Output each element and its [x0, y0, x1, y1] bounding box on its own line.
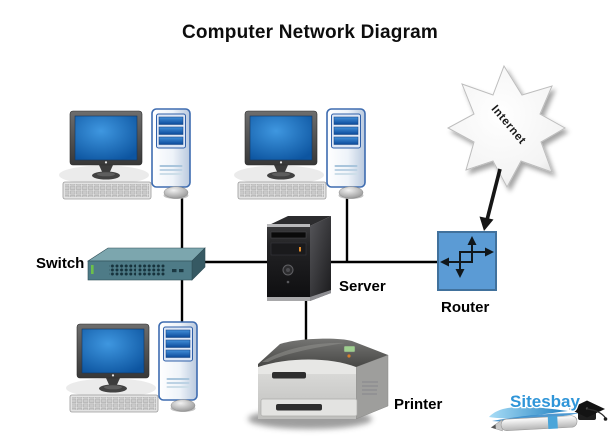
- graduation-cap-icon: [569, 400, 608, 421]
- diagram-title: Computer Network Diagram: [181, 22, 439, 43]
- workstation-2-icon: [233, 108, 366, 200]
- workstation-3-icon: [65, 321, 198, 413]
- router-icon: [437, 231, 497, 291]
- internet-arrow: [479, 168, 502, 231]
- sitesbay-logo: Sitesbay: [489, 391, 608, 432]
- switch-icon: [86, 247, 206, 281]
- printer-icon: [248, 338, 389, 429]
- printer-label: Printer: [394, 396, 443, 413]
- pen-icon: [490, 415, 578, 432]
- logo-swoosh: [489, 406, 568, 419]
- workstation-1-icon: [58, 108, 191, 200]
- internet-burst-icon: Internet: [446, 64, 567, 189]
- switch-label: Switch: [36, 255, 85, 272]
- brand-name: Sitesbay: [510, 392, 580, 411]
- server-label: Server: [339, 278, 386, 295]
- server-icon: [267, 216, 331, 301]
- router-label: Router: [441, 299, 490, 316]
